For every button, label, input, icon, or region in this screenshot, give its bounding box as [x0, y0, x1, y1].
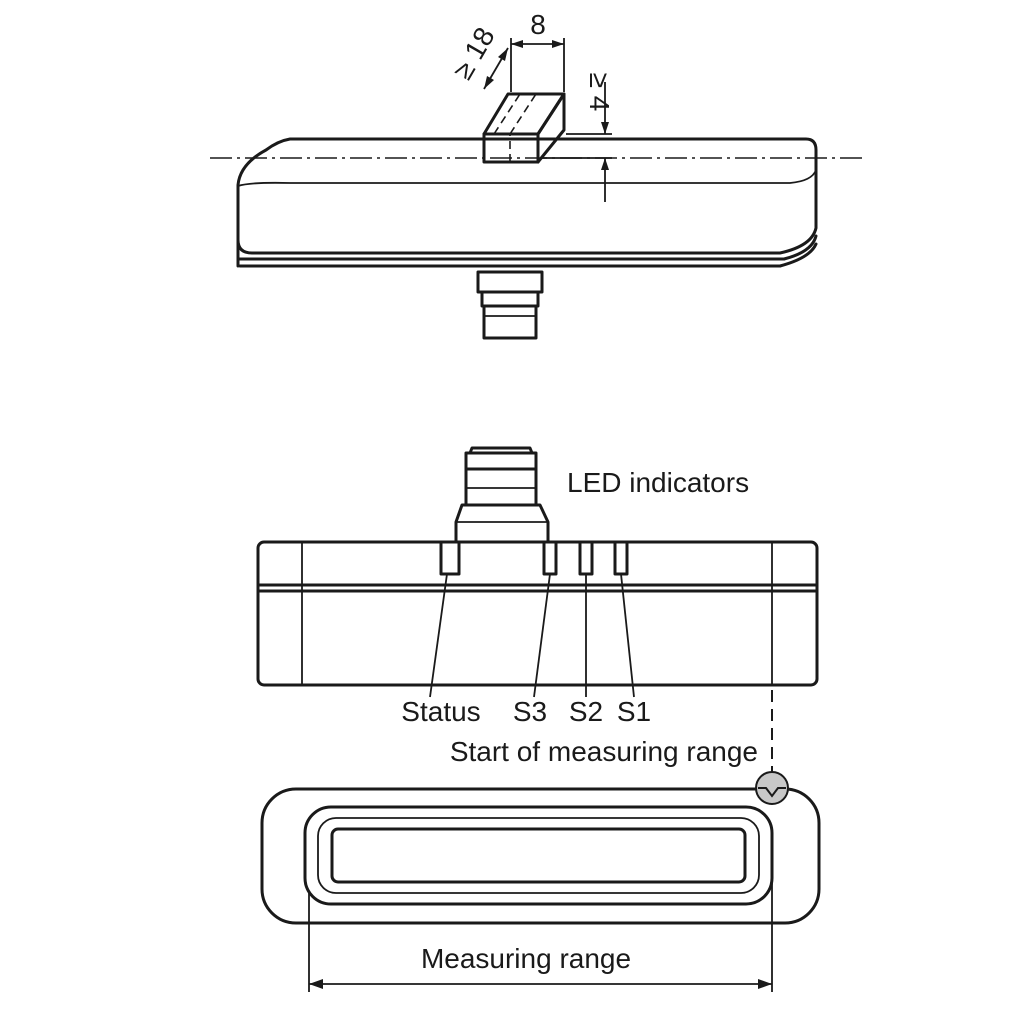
- s3-label: S3: [513, 696, 547, 727]
- measuring-range-label: Measuring range: [421, 943, 631, 974]
- front-view: LED indicators Status S3 S2 S1: [256, 446, 819, 727]
- housing-bottom-outline: [260, 787, 821, 925]
- connector-top-base: [454, 503, 550, 544]
- led-s1: [613, 540, 629, 576]
- target-block: [482, 92, 566, 164]
- arrowhead: [511, 40, 523, 48]
- start-marker-icon: [755, 771, 789, 805]
- arrowhead: [552, 40, 564, 48]
- sensing-face-outer: [303, 805, 774, 906]
- arrowhead: [601, 122, 609, 134]
- dim-height-label: ≥ 4: [584, 73, 615, 112]
- connector-neck: [476, 270, 544, 294]
- dim-target-depth: ≥ 18: [447, 22, 509, 90]
- leader-s1: [620, 573, 635, 698]
- arrowhead: [309, 979, 323, 989]
- arrowhead: [498, 48, 508, 61]
- housing-base-curve-2: [778, 242, 818, 268]
- connector-top: [454, 446, 550, 544]
- top-view: 8 ≥ 18 ≥ 4: [210, 9, 862, 340]
- led-s2: [578, 540, 594, 576]
- leader-s3: [533, 573, 551, 698]
- connector-top-thread: [464, 467, 538, 507]
- target-hidden-edge: [493, 93, 521, 135]
- arrowhead: [484, 76, 494, 89]
- housing-front-outline: [256, 540, 819, 687]
- status-label: Status: [401, 696, 480, 727]
- housing-top-bevel: [237, 169, 817, 187]
- sensing-face-middle: [317, 817, 760, 894]
- connector-collar: [480, 290, 540, 308]
- start-of-measuring-range-label: Start of measuring range: [450, 736, 758, 767]
- s2-label: S2: [569, 696, 603, 727]
- sensing-face-inner: [330, 827, 747, 884]
- led-s3: [542, 540, 558, 576]
- connector-top-nut: [464, 451, 538, 471]
- led-status: [439, 540, 461, 576]
- s1-label: S1: [617, 696, 651, 727]
- connector-bottom: [476, 270, 544, 340]
- target-hidden-edge-2: [509, 93, 537, 135]
- dim-measuring-range: Measuring range: [308, 880, 773, 992]
- bottom-view: Start of measuring range Measuring range: [260, 690, 821, 992]
- led-indicators-label: LED indicators: [567, 467, 749, 498]
- connector-thread: [482, 304, 538, 340]
- housing-base-curve-1: [782, 234, 818, 261]
- target-side-face: [536, 92, 566, 164]
- dim-target-width: 8: [510, 9, 565, 92]
- dim-width-label: 8: [530, 9, 546, 40]
- arrowhead: [601, 158, 609, 170]
- dim-target-height: ≥ 4: [542, 73, 615, 202]
- leader-status: [429, 573, 448, 698]
- housing-top-outline: [236, 137, 818, 255]
- arrowhead: [758, 979, 772, 989]
